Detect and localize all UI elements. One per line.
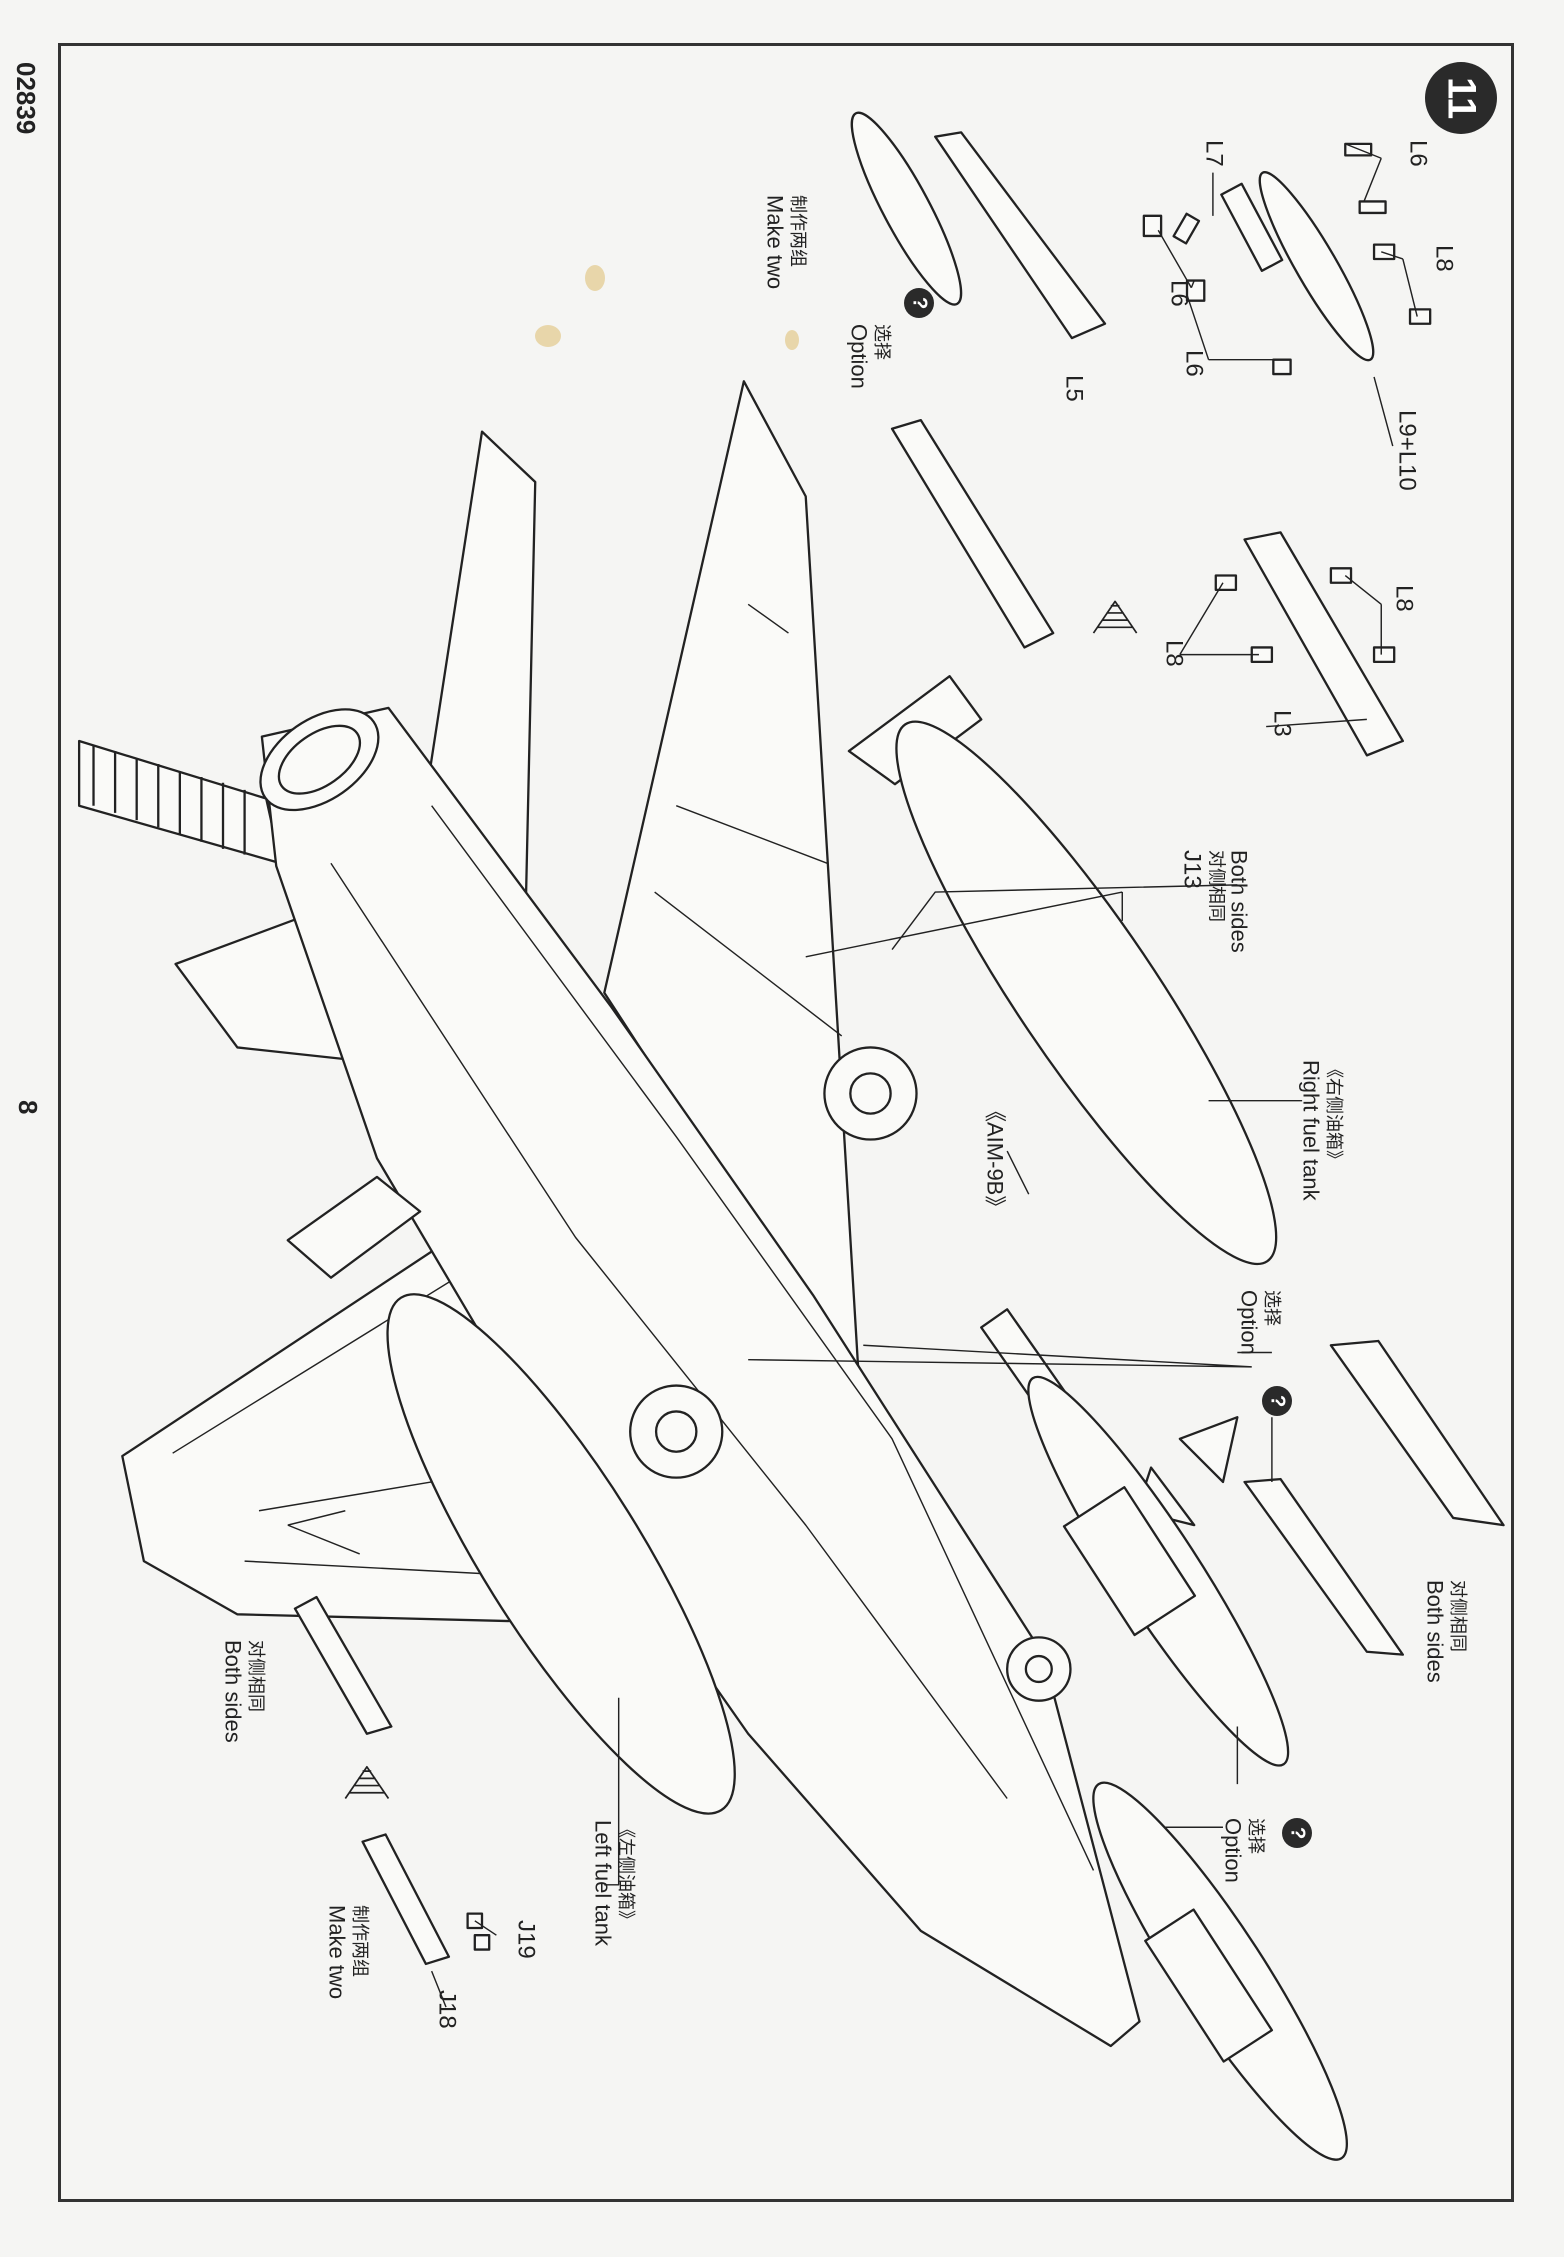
part-label-l6: L6 [1404,140,1432,167]
note-option: 选择 Option [1220,1818,1266,1883]
note-left-fuel-tank: 《左侧油箱》 Left fuel tank [590,1820,636,1946]
note-en: Both sides [1422,1580,1448,1683]
note-cn: 对侧相同 [1447,1580,1468,1652]
right-fuel-tank [847,675,1278,1266]
main-wheel-left [629,1384,724,1479]
pylon-l5 [890,418,1055,649]
note-en: Option [1220,1818,1246,1883]
pylon-assembly-top [1142,142,1432,376]
note-cn: 选择 [1261,1290,1282,1326]
note-cn: 制作两组 [349,1905,370,1977]
paper-stain [585,265,605,291]
note-en: Left fuel tank [590,1820,616,1946]
note-en: Make two [762,195,788,290]
note-en: Both sides [1226,850,1252,953]
option-badge-symbol: ? [1266,1394,1289,1408]
option-badge-icon: ? [1262,1386,1292,1416]
part-label-l9-l10: L9+L10 [1393,410,1421,491]
note-both-sides: 对侧相同 Both sides [220,1640,266,1743]
note-en: Right fuel tank [1298,1060,1324,1201]
kit-code: 02839 [10,62,41,135]
part-label-l8: L8 [1390,585,1418,612]
store-pod [1027,1375,1290,1767]
store-pod-lower [1092,1781,1348,2161]
note-cn: 选择 [1245,1818,1266,1854]
note-option: 选择 Option [1236,1290,1282,1355]
note-cn: 对侧相同 [1206,850,1227,922]
part-label-l5: L5 [1060,375,1088,402]
note-cn: 《左侧油箱》 [615,1820,636,1928]
part-label-j18: J18 [433,1990,461,2029]
option-badge-symbol: ? [1286,1826,1309,1840]
left-fuel-tank [286,1175,736,1815]
pylon-l3 [1214,531,1404,757]
paper-stain [785,330,799,350]
nose-wheel [1006,1636,1072,1702]
step-number-badge: 11 [1425,62,1497,134]
note-right-fuel-tank: 《右侧油箱》 Right fuel tank [1298,1060,1344,1201]
note-en: Option [1236,1290,1262,1355]
note-option: 选择 Option [846,324,892,389]
note-both-sides: 对侧相同 Both sides [1422,1580,1468,1683]
part-label-l6: L6 [1180,350,1208,377]
part-label-j13: J13 [1178,850,1206,889]
option-badge-icon: ? [1282,1818,1312,1848]
paper-stain [535,325,561,347]
note-aim-9b: 《AIM-9B》 [982,1100,1008,1218]
note-both-sides-j13: Both sides 对侧相同 J13 [1178,850,1252,953]
note-en: Both sides [220,1640,246,1743]
pylon-both-sides-left [293,1595,393,1735]
note-cn: 制作两组 [787,195,808,267]
part-label-l8: L8 [1430,245,1458,272]
direction-arrow-icon [1092,600,1138,634]
page-number: 8 [12,1100,43,1115]
note-cn: 对侧相同 [245,1640,266,1712]
note-en: Option [846,324,872,389]
note-make-two: 制作两组 Make two [762,195,808,289]
note-en: Make two [324,1905,350,2000]
leader-lines [287,143,1418,2008]
option-badge-icon: ? [904,288,934,318]
step-number: 11 [1439,76,1484,120]
pylon-make-two-bottom [361,1833,491,1966]
part-label-l8: L8 [1160,640,1188,667]
engine-nozzle [259,708,380,812]
part-label-j19: J19 [512,1920,540,1959]
note-cn: 选择 [871,324,892,360]
fuselage [260,706,1141,2048]
part-label-l3: L3 [1268,710,1296,737]
direction-arrow-icon [344,1765,390,1799]
note-make-two: 制作两组 Make two [324,1905,370,1999]
note-cn: 《右侧油箱》 [1323,1060,1344,1168]
wing-flap-hatched [77,739,282,865]
page-border [58,43,1514,2202]
main-wheel-right [823,1046,918,1141]
pylon-make-two-top [850,111,1107,340]
part-label-l6: L6 [1165,280,1193,307]
part-label-l7: L7 [1200,140,1228,167]
option-badge-symbol: ? [908,296,931,310]
pylon-both-sides-right [1243,1339,1505,1656]
